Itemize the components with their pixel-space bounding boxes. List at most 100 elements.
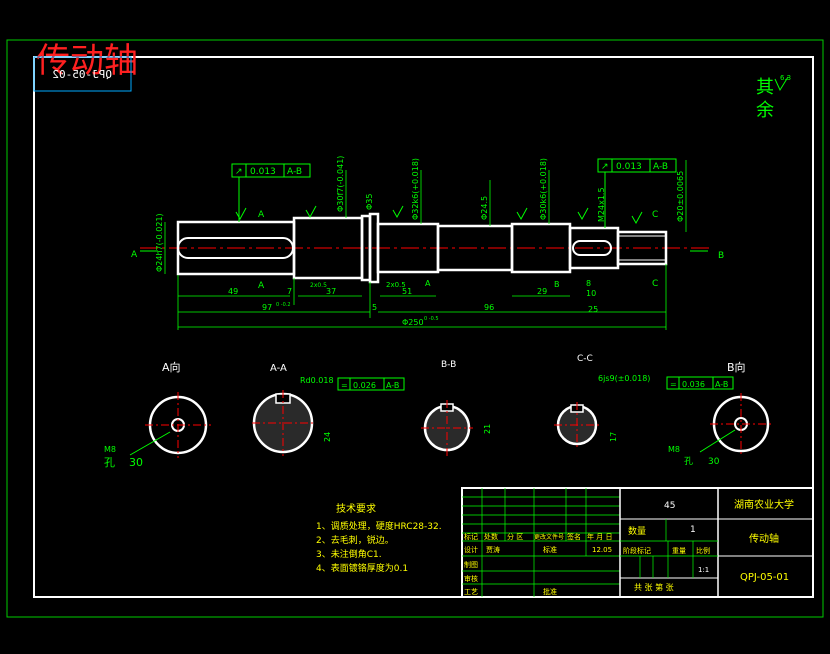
svg-text:21: 21 xyxy=(483,424,492,434)
svg-text:96: 96 xyxy=(484,303,494,312)
inner-frame xyxy=(33,56,814,598)
svg-text:Φ250: Φ250 xyxy=(402,318,424,327)
svg-text:37: 37 xyxy=(326,287,336,296)
dim-d2: Φ30f7(-0.041) xyxy=(336,156,345,212)
tb-sheet: 共 张 第 张 xyxy=(634,582,674,592)
tech-title: 技术要求 xyxy=(336,502,376,515)
svg-text:29: 29 xyxy=(537,287,547,296)
svg-text:6js9(±0.018): 6js9(±0.018) xyxy=(598,374,650,383)
svg-text:=: = xyxy=(670,380,677,389)
svg-text:2x0.5: 2x0.5 xyxy=(386,281,406,289)
svg-text:25: 25 xyxy=(588,305,598,314)
tb-row-design: 设计 xyxy=(464,545,478,554)
tb-col-zone: 分 区 xyxy=(507,532,523,541)
tb-row-draw: 制图 xyxy=(464,560,478,569)
gt-frame-left: ↗ 0.013 A-B xyxy=(231,163,311,222)
svg-text:孔: 孔 xyxy=(684,456,693,467)
svg-text:51: 51 xyxy=(402,287,412,296)
view-section-aa: A-A Rd0.018 24 xyxy=(252,363,334,456)
sec-c-top: C xyxy=(652,210,658,220)
svg-text:C-C: C-C xyxy=(577,354,593,364)
svg-text:30: 30 xyxy=(708,457,720,467)
svg-text:B-B: B-B xyxy=(441,360,456,370)
tb-row-check: 审核 xyxy=(464,574,478,583)
tb-qty-label: 数量 xyxy=(628,525,646,537)
svg-text:97: 97 xyxy=(262,303,272,312)
tb-col-doc: 更改文件号 xyxy=(534,533,564,541)
view-section-bb: B-B 21 xyxy=(421,360,492,456)
tb-col-sign: 签名 xyxy=(567,532,581,541)
tb-school: 湖南农业大学 xyxy=(734,498,794,511)
diameter-dims: Φ24h7(-0.021) Φ30f7(-0.041) Φ35 Φ32k6(+0… xyxy=(155,156,685,272)
view-a-direction: A向 M8 孔 30 xyxy=(104,360,211,469)
gt-frame-keyway-b: = 0.026 A-B xyxy=(337,377,405,391)
tb-qty: 1 xyxy=(690,525,696,535)
svg-text:A-B: A-B xyxy=(715,380,728,389)
sec-a-bot: A xyxy=(258,281,265,291)
tb-stage: 阶段标记 xyxy=(623,546,651,555)
dim-d4: Φ32k6(+0.018) xyxy=(411,158,420,220)
tb-weight: 重量 xyxy=(672,547,686,555)
tb-part-name: 传动轴 xyxy=(749,532,779,545)
tb-material: 45 xyxy=(664,501,675,511)
dim-d5: Φ24.5 xyxy=(480,196,489,220)
sec-a-top: A xyxy=(258,210,265,220)
keyway-1 xyxy=(177,237,294,259)
roughness-value: 6.3 xyxy=(780,74,791,82)
svg-text:0.026: 0.026 xyxy=(353,381,376,390)
svg-text:30: 30 xyxy=(129,456,143,469)
dim-d1: Φ24h7(-0.021) xyxy=(155,213,164,272)
tech-item-4: 4、表面镀铬厚度为0.1 xyxy=(316,562,408,574)
tech-item-2: 2、去毛刺，锐边。 xyxy=(316,534,394,546)
tech-requirements: 技术要求 1、调质处理，硬度HRC28-32. 2、去毛刺，锐边。 3、未注倒角… xyxy=(316,502,442,574)
mark-a-left: A xyxy=(131,250,138,260)
roughness-label-2: 余 xyxy=(756,100,774,121)
tb-designer: 贾涛 xyxy=(486,545,500,554)
keyway-2 xyxy=(572,240,612,256)
svg-text:↗: ↗ xyxy=(235,167,243,177)
tb-row-mark: 标记 xyxy=(464,532,478,541)
svg-text:Rd0.018: Rd0.018 xyxy=(300,376,334,385)
svg-text:A: A xyxy=(425,279,431,288)
svg-text:49: 49 xyxy=(228,287,238,296)
svg-text:↗: ↗ xyxy=(601,162,609,172)
svg-text:A-A: A-A xyxy=(270,363,287,374)
view-section-cc: C-C 6js9(±0.018) 17 xyxy=(554,354,650,448)
tb-col-count: 处数 xyxy=(484,532,498,541)
title-block: 45 湖南农业大学 数量 1 传动轴 阶段标记 重量 比例 1:1 QPJ-05… xyxy=(461,487,814,598)
shaft-roughness-marks xyxy=(235,205,643,225)
sec-c-bot: C xyxy=(652,279,658,289)
svg-text:0.013: 0.013 xyxy=(250,167,276,177)
svg-text:M8: M8 xyxy=(104,445,116,454)
tb-date: 12.05 xyxy=(592,546,612,554)
roughness-symbol xyxy=(774,76,789,92)
tech-item-1: 1、调质处理，硬度HRC28-32. xyxy=(316,520,442,532)
tb-code: QPJ-05-01 xyxy=(740,572,789,583)
svg-text:5: 5 xyxy=(372,303,377,312)
tb-scale-label: 比例 xyxy=(696,546,710,555)
svg-text:24: 24 xyxy=(323,432,332,442)
svg-text:A-B: A-B xyxy=(653,162,668,172)
drawing-title: 传动轴 xyxy=(36,41,138,81)
svg-text:8: 8 xyxy=(586,279,591,288)
shaft-segment-7 xyxy=(616,230,668,266)
roughness-label-1: 其 xyxy=(756,77,774,98)
mirrored-code: QPJ-05-02 xyxy=(52,68,112,81)
tb-std: 标准 xyxy=(543,545,557,554)
svg-text:2x0.5: 2x0.5 xyxy=(310,282,327,289)
shaft-main-view xyxy=(140,212,712,284)
mark-b-right: B xyxy=(718,251,724,261)
svg-text:0 -0.2: 0 -0.2 xyxy=(276,302,291,308)
length-dim-text: 49 7 37 2x0.5 2x0.5 A 51 B 29 8 10 97 0 … xyxy=(228,279,598,327)
dim-d6: Φ30k6(+0.018) xyxy=(539,158,548,220)
tb-scale: 1:1 xyxy=(698,566,709,574)
tech-item-3: 3、未注倒角C1. xyxy=(316,548,382,560)
svg-text:17: 17 xyxy=(609,432,618,442)
svg-text:10: 10 xyxy=(586,289,596,298)
svg-text:M8: M8 xyxy=(668,445,680,454)
dim-d3: Φ35 xyxy=(365,194,374,210)
length-dims xyxy=(177,264,667,330)
svg-text:A向: A向 xyxy=(162,360,181,374)
diameter-dim-lines xyxy=(164,160,687,274)
